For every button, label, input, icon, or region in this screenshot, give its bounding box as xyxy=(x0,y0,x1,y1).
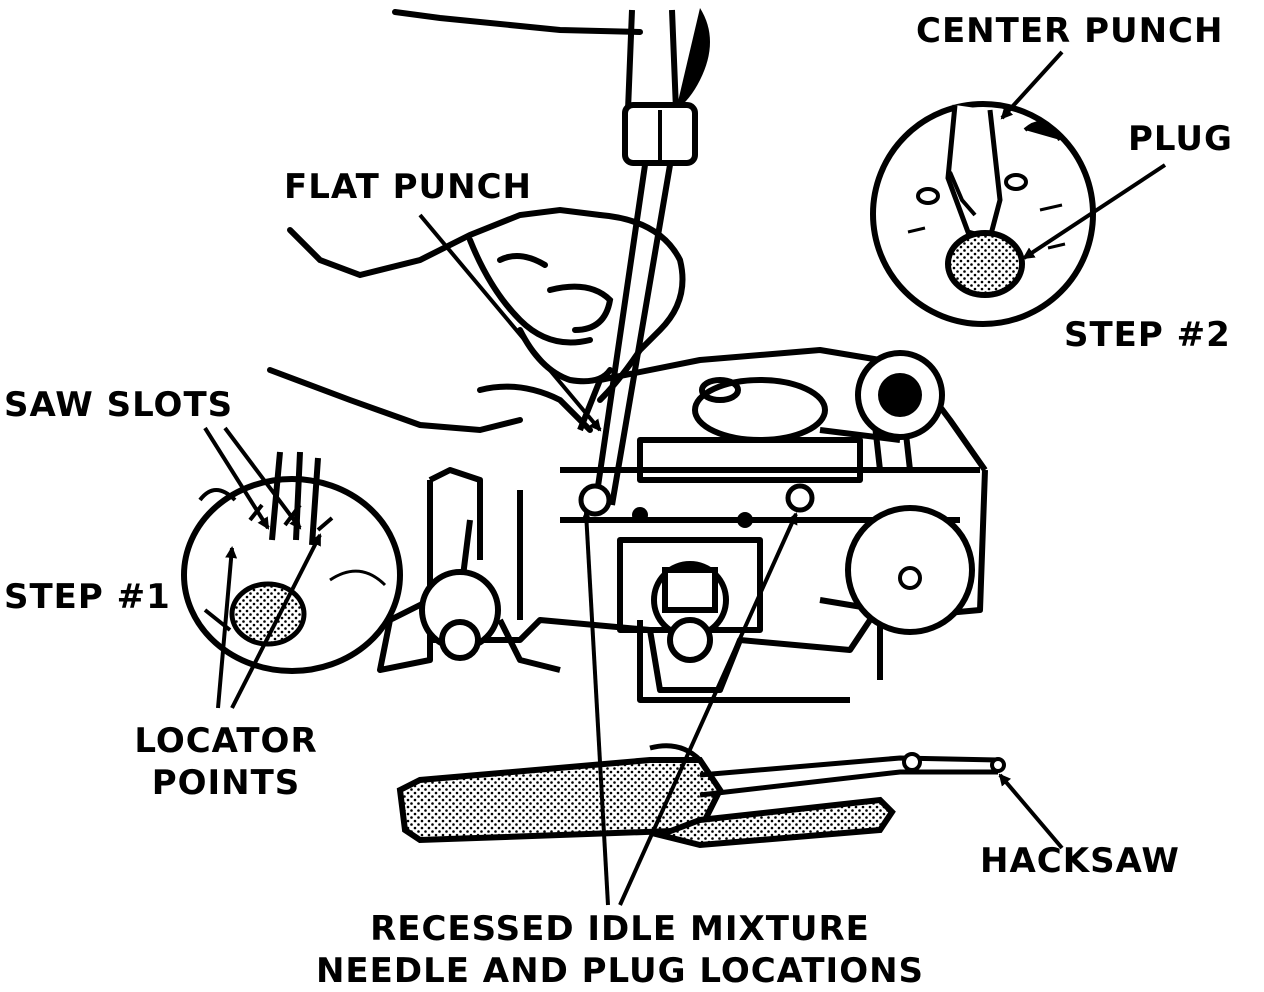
recessed-leader-1 xyxy=(580,510,610,906)
flat-punch-tool xyxy=(593,8,710,506)
plug-label: PLUG xyxy=(1128,119,1233,159)
step1-label: STEP #1 xyxy=(4,577,171,617)
recessed-label-line2: NEEDLE AND PLUG LOCATIONS xyxy=(315,951,925,991)
step1-inset xyxy=(181,451,403,674)
hacksaw-label: HACKSAW xyxy=(980,841,1180,881)
locator-leader-1 xyxy=(216,546,238,709)
saw-slot-leader-1 xyxy=(203,426,270,530)
center-punch-leader xyxy=(1000,50,1064,120)
recessed-label-line1: RECESSED IDLE MIXTURE xyxy=(370,909,870,949)
center-punch-label: CENTER PUNCH xyxy=(916,11,1224,51)
step2-label: STEP #2 xyxy=(1064,315,1231,355)
flat-punch-leader xyxy=(418,213,602,432)
hand-illustration xyxy=(267,9,686,434)
carburetor-round-parts xyxy=(419,350,975,663)
saw-slots-label: SAW SLOTS xyxy=(4,385,234,425)
saw-slot-leader-2 xyxy=(223,426,302,530)
hacksaw-leader xyxy=(998,773,1064,850)
plug-leader xyxy=(1022,163,1167,260)
step2-inset xyxy=(870,101,1096,327)
locator-leader-2 xyxy=(230,533,322,709)
leader-lines xyxy=(203,50,1167,906)
locator-points-label-line1: LOCATOR xyxy=(134,721,318,761)
hacksaw-tool xyxy=(396,743,1006,849)
locator-points-label-line2: POINTS xyxy=(151,763,301,803)
flat-punch-label: FLAT PUNCH xyxy=(284,167,532,207)
recessed-leader-2 xyxy=(618,512,798,906)
